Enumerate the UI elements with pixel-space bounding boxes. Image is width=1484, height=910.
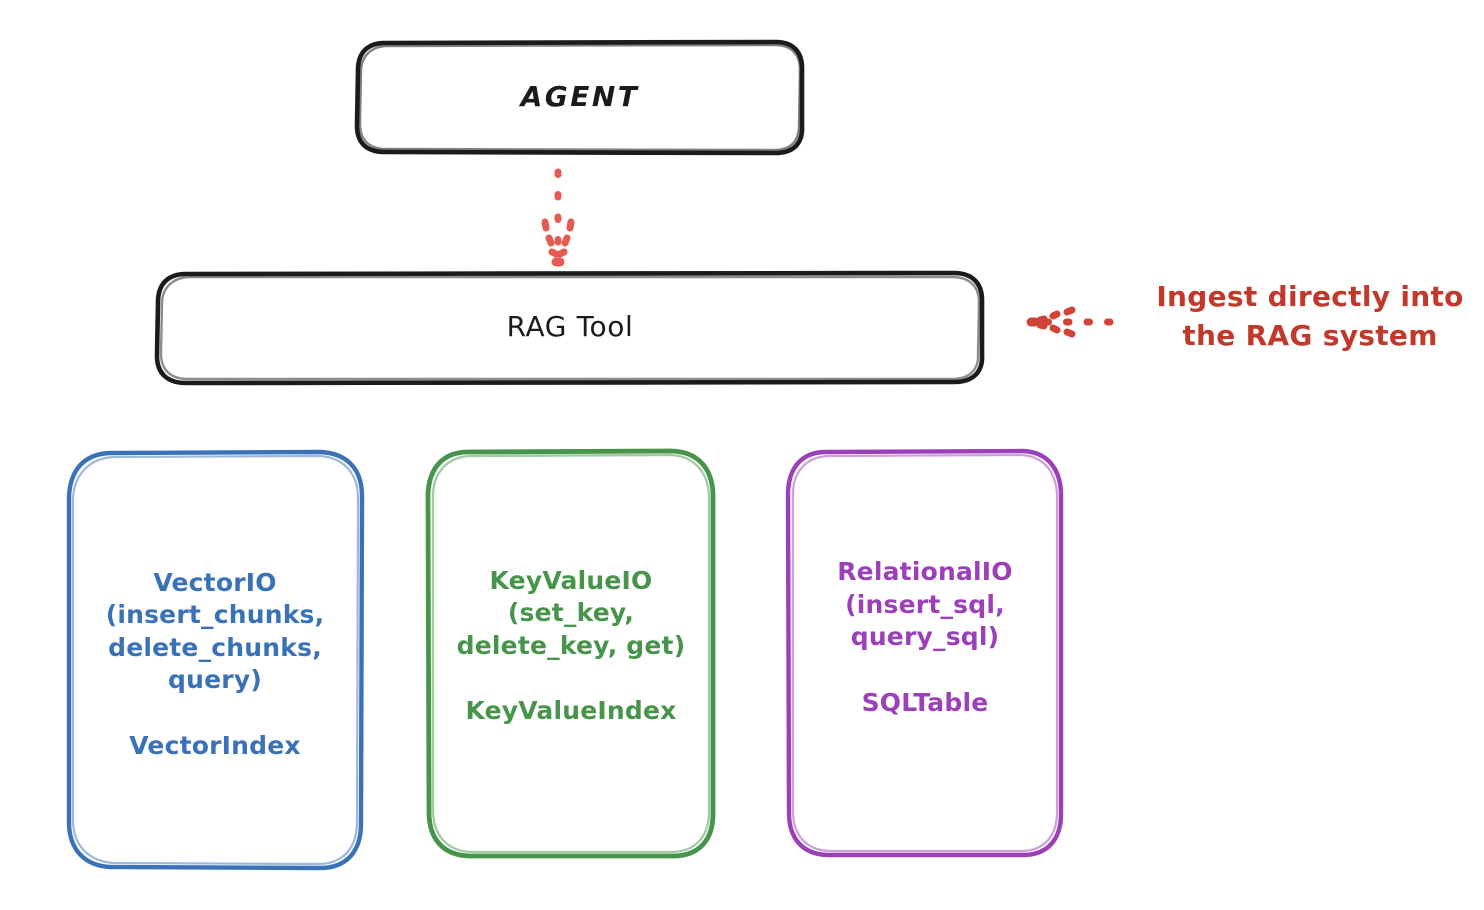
- key-value-io-node-label: KeyValueIO (set_key, delete_key, get): [456, 565, 686, 660]
- rag-tool-node-label: RAG Tool: [506, 310, 634, 344]
- ingest-annotation-line-2: the RAG system: [1182, 318, 1438, 352]
- agent-node[interactable]: AGENT: [357, 41, 803, 153]
- vector-io-node[interactable]: VectorIO (insert_chunks, delete_chunks, …: [68, 450, 362, 868]
- key-value-io-node[interactable]: KeyValueIO (set_key, delete_key, get) Ke…: [428, 450, 714, 856]
- vector-io-node-sublabel: VectorIndex: [129, 730, 301, 760]
- vector-io-node-content: VectorIO (insert_chunks, delete_chunks, …: [106, 567, 325, 760]
- relational-io-node-content: RelationalIO (insert_sql, query_sql) SQL…: [837, 556, 1013, 717]
- relational-io-node-label: RelationalIO (insert_sql, query_sql): [837, 557, 1013, 652]
- key-value-io-node-content: KeyValueIO (set_key, delete_key, get) Ke…: [457, 565, 686, 726]
- rag-tool-node[interactable]: RAG Tool: [157, 272, 983, 383]
- ingest-dotted-arrow: [1026, 306, 1132, 338]
- ingest-annotation: Ingest directly into the RAG system: [1140, 278, 1480, 355]
- key-value-io-node-sublabel: KeyValueIndex: [465, 696, 677, 726]
- relational-io-node[interactable]: RelationalIO (insert_sql, query_sql) SQL…: [788, 450, 1062, 855]
- vector-io-node-label: VectorIO (insert_chunks, delete_chunks, …: [105, 567, 325, 695]
- agent-node-label: AGENT: [520, 79, 640, 113]
- agent-to-rag-dotted-arrow: [541, 168, 575, 267]
- relational-io-node-sublabel: SQLTable: [861, 687, 989, 717]
- ingest-annotation-line-1: Ingest directly into: [1156, 280, 1464, 313]
